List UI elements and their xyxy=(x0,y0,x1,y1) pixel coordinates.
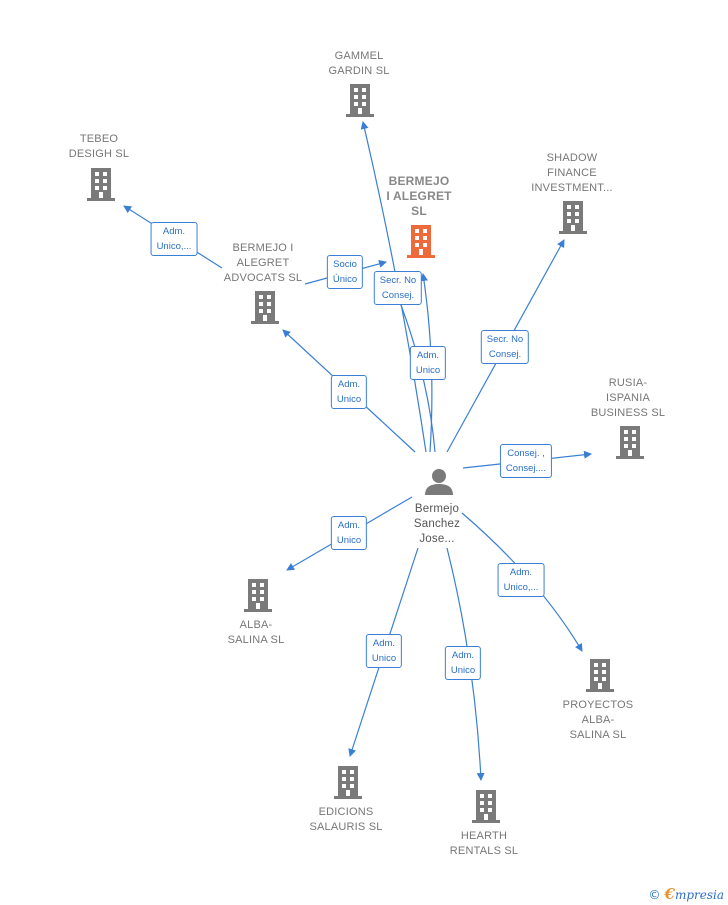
edge-label-adm-unico-advocats: Adm. Unico xyxy=(330,375,368,409)
node-label-gammel[interactable]: GAMMEL GARDIN SL xyxy=(328,50,390,77)
node-label-rusia[interactable]: RUSIA- ISPANIA BUSINESS SL xyxy=(590,377,666,419)
edge-label-secr-no-consej-bermejo: Secr. No Consej. xyxy=(373,271,423,305)
person-icon xyxy=(425,469,453,495)
empresia-logo: ©€mpresia xyxy=(649,885,725,903)
node-label-edicions[interactable]: EDICIONS SALAURIS SL xyxy=(309,806,383,833)
building-icon xyxy=(251,291,279,324)
building-icon xyxy=(244,579,272,612)
building-icon xyxy=(407,225,435,258)
building-icon xyxy=(616,426,644,459)
building-icon xyxy=(87,168,115,201)
copyright-symbol: © xyxy=(648,888,661,902)
node-label-alba[interactable]: ALBA- SALINA SL xyxy=(227,619,285,646)
edge-label-secr-no-consej-shadow: Secr. No Consej. xyxy=(480,330,530,364)
edge-label-adm-unico-proyectos: Adm. Unico,... xyxy=(497,563,545,597)
edge-label-adm-unico-hearth: Adm. Unico xyxy=(444,646,482,680)
node-label-shadow[interactable]: SHADOW FINANCE INVESTMENT... xyxy=(531,152,613,194)
building-icon xyxy=(559,201,587,234)
node-label-proyectos[interactable]: PROYECTOS ALBA- SALINA SL xyxy=(562,699,634,741)
building-icon xyxy=(346,84,374,117)
person-label[interactable]: Bermejo Sanchez Jose... xyxy=(413,503,461,545)
edge-label-adm-unico-edicions: Adm. Unico xyxy=(365,634,403,668)
edge-label-adm-unico-tebeo: Adm. Unico,... xyxy=(150,222,198,256)
edge-label-socio-unico: Socio Único xyxy=(326,255,364,289)
building-icon xyxy=(586,659,614,692)
edge-label-adm-unico-alba: Adm. Unico xyxy=(330,516,368,550)
node-label-tebeo[interactable]: TEBEO DESIGH SL xyxy=(68,133,130,160)
brand-initial: € xyxy=(664,885,675,903)
building-icon xyxy=(334,766,362,799)
building-icon xyxy=(472,790,500,823)
node-label-hearth[interactable]: HEARTH RENTALS SL xyxy=(449,830,519,857)
node-label-advocats[interactable]: BERMEJO I ALEGRET ADVOCATS SL xyxy=(223,242,303,284)
node-label-bermejo-alegret-sl[interactable]: BERMEJO I ALEGRET SL xyxy=(386,174,452,218)
edge-label-adm-unico-gammel: Adm. Unico xyxy=(409,346,447,380)
edge-label-consej-rusia: Consej. , Consej.... xyxy=(499,444,553,478)
brand-name: mpresia xyxy=(674,888,724,902)
